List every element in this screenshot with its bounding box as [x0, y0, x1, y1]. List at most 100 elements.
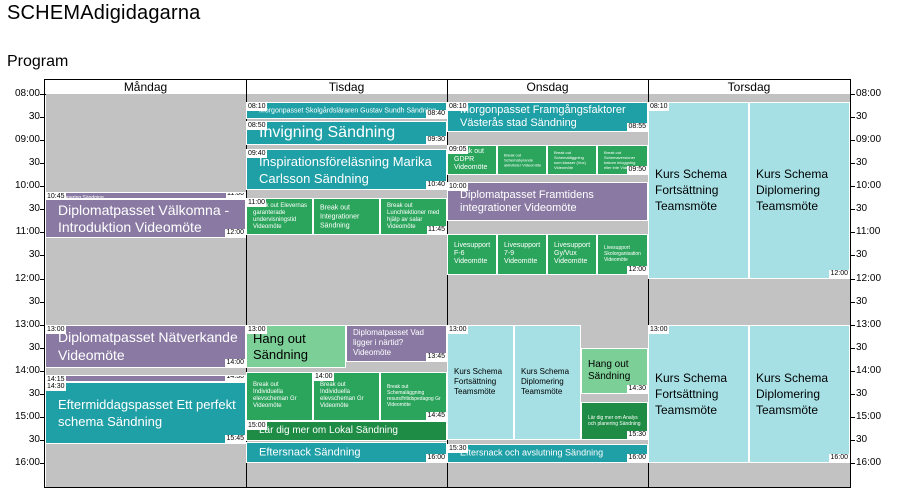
- time-label-left: 30: [28, 203, 40, 215]
- time-tick: [851, 255, 855, 257]
- time-label-left: 30: [28, 111, 40, 123]
- event-end-time: 14:45: [426, 411, 446, 420]
- schedule-event[interactable]: Morgonpasset Skolgårdsläraren Gustav Sun…: [246, 101, 447, 120]
- event-title: Hang out Sändning: [253, 330, 308, 362]
- time-label-left: 30: [28, 295, 40, 307]
- schedule-event[interactable]: Break out Integrationer Sändning: [313, 197, 380, 236]
- time-label-right: 30: [856, 157, 868, 169]
- event-start-time: 10:45: [46, 193, 66, 199]
- schedule-event[interactable]: Break out Individuella elevscheman Gr Vi…: [246, 372, 313, 421]
- event-title: Hang out Sändning: [588, 358, 631, 382]
- time-tick: [40, 186, 44, 188]
- event-title: Break out Elevernas garanterade undervis…: [253, 202, 308, 230]
- schedule-event[interactable]: Morgonpasset Framgångsfaktorer Västerås …: [447, 101, 648, 133]
- time-tick: [851, 416, 855, 418]
- event-end-time: 11:45: [427, 226, 446, 235]
- event-start-time: 13:00: [247, 325, 267, 334]
- schedule-event[interactable]: Break out Individuella elevscheman Gr Vi…: [313, 372, 380, 421]
- event-title: Livesupport Skolorganisation Videomöte: [604, 245, 641, 264]
- schedule-event[interactable]: Inspirationsföreläsning Marika Carlsson …: [246, 149, 447, 191]
- event-title: Diplomatpasset Vad ligger i närtid? Vide…: [353, 328, 424, 358]
- event-title: Morgonpasset Skolgårdsläraren Gustav Sun…: [259, 107, 437, 115]
- event-title: Livesupport Gy/Vux Videomöte: [554, 242, 591, 266]
- event-title: Planering Sändning: [60, 195, 104, 200]
- event-end-time: 12:00: [627, 265, 647, 274]
- schedule-event[interactable]: Diplomatpasset Vad ligger i närtid? Vide…: [346, 324, 447, 363]
- event-title: Inspirationsföreläsning Marika Carlsson …: [259, 153, 432, 186]
- event-end-time: 14:00: [225, 358, 245, 367]
- time-tick: [40, 416, 44, 418]
- time-label-right: 30: [856, 387, 868, 399]
- event-end-time: 14:30: [225, 375, 245, 381]
- time-tick: [40, 117, 44, 119]
- schedule-event[interactable]: Livesupport 7-9 Videomöte: [497, 233, 547, 275]
- event-title: Morgonpasset Framgångsfaktorer Västerås …: [460, 104, 626, 130]
- time-label-left: 30: [28, 249, 40, 261]
- time-label-right: 30: [856, 111, 868, 123]
- schedule-event[interactable]: Break out Schemaläggning som klasser (Vu…: [547, 144, 597, 176]
- time-label-left: 12:00: [14, 272, 40, 284]
- event-end-time: 12:00: [829, 269, 849, 278]
- event-start-time: 09:40: [247, 150, 267, 159]
- event-title: Break out Schemaläggning som klasser (Vu…: [554, 150, 586, 171]
- time-tick: [851, 117, 855, 119]
- time-tick: [40, 301, 44, 303]
- event-start-time: 08:50: [247, 121, 267, 130]
- schedule-event[interactable]: Kurs Schema Diplomering Teamsmöte: [514, 324, 581, 440]
- schedule-event[interactable]: Break out Schemaversioner bakom inloggni…: [597, 144, 648, 176]
- event-start-time: 13:00: [46, 325, 66, 334]
- time-tick: [40, 278, 44, 280]
- event-title: Break out Individuella elevscheman Gr Vi…: [253, 382, 297, 410]
- event-title: Kurs Schema Fortsättning Teamsmöte: [454, 367, 503, 397]
- event-start-time: 08:10: [649, 102, 669, 111]
- schedule-event[interactable]: Diplomatpasset Välkomna - Introduktion V…: [45, 199, 246, 238]
- event-title: Break out Lunchlektioner med hjälp av sa…: [387, 202, 440, 230]
- schedule-event[interactable]: Livesupport F-6 Videomöte: [447, 233, 497, 275]
- time-tick: [40, 347, 44, 349]
- event-start-time: 14:00: [314, 373, 334, 382]
- event-start-time: 10:00: [448, 183, 468, 192]
- event-title: Invigning Sändning: [259, 123, 396, 141]
- time-tick: [851, 278, 855, 280]
- event-end-time: 14:30: [627, 384, 647, 393]
- schedule-event[interactable]: Diplomatpasset Framtidens integrationer …: [447, 182, 648, 221]
- event-title: Kurs Schema Diplomering Teamsmöte: [756, 370, 829, 417]
- schedule-event[interactable]: Break out Elevernas garanterade undervis…: [246, 197, 313, 236]
- event-title: Diplomatpasset Framtidens integrationer …: [460, 188, 594, 214]
- event-title: Eftermiddagspasset Ett perfekt schema Sä…: [58, 397, 236, 430]
- time-tick: [40, 232, 44, 234]
- time-tick: [851, 301, 855, 303]
- time-tick: [851, 347, 855, 349]
- schedule-event[interactable]: Hang out Sändning 14:30: [581, 347, 648, 394]
- event-end-time: 11:00: [226, 193, 245, 199]
- schedule-event[interactable]: Lär dig mer om Analys och planering Sänd…: [581, 401, 648, 440]
- time-label-left: 08:00: [14, 88, 40, 99]
- schedule-event[interactable]: Eftermiddagspasset Ett perfekt schema Sä…: [45, 382, 246, 444]
- schedule-event[interactable]: Break out Lunchlektioner med hjälp av sa…: [380, 197, 447, 236]
- time-tick: [40, 463, 44, 464]
- event-end-time: 09:50: [627, 166, 647, 175]
- schedule-event[interactable]: Break out Schemabyrande aktiviteter Vide…: [497, 144, 547, 176]
- event-end-time: 13:45: [426, 353, 446, 362]
- time-label-left: 11:00: [15, 226, 40, 238]
- time-label-right: 11:00: [856, 226, 881, 238]
- day-header: Torsdag: [727, 80, 771, 94]
- schedule-event[interactable]: Break out Schemaläggning resurs/fritidsp…: [380, 372, 447, 421]
- event-start-time: 15:30: [448, 444, 468, 453]
- schedule-event[interactable]: Livesupport Gy/Vux Videomöte: [547, 233, 597, 275]
